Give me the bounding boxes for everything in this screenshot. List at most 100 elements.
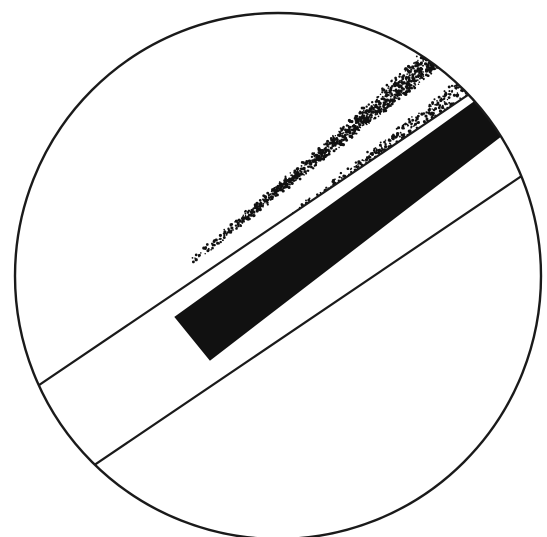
stipple-dot xyxy=(332,179,335,182)
stipple-dot xyxy=(423,71,424,72)
stipple-dot xyxy=(266,202,267,203)
stipple-dot xyxy=(389,92,391,94)
stipple-dot xyxy=(336,142,338,144)
stipple-dot xyxy=(444,90,446,92)
stipple-dot xyxy=(305,199,307,201)
stipple-dot xyxy=(356,128,359,131)
stipple-dot xyxy=(360,116,363,119)
stipple-dot xyxy=(426,65,428,67)
stipple-dot xyxy=(399,136,401,138)
stipple-dot xyxy=(413,86,415,88)
stipple-dot xyxy=(300,172,302,174)
stipple-dot xyxy=(352,132,354,134)
stipple-dot xyxy=(243,214,245,216)
stipple-dot xyxy=(262,204,264,206)
stipple-dot xyxy=(395,78,398,81)
stipple-dot xyxy=(406,77,408,79)
stipple-dot xyxy=(198,256,200,258)
stipple-dot xyxy=(410,124,412,126)
stipple-dot xyxy=(430,112,433,115)
stipple-dot xyxy=(393,134,395,136)
stipple-dot xyxy=(223,237,225,239)
stipple-dot xyxy=(395,89,397,91)
stipple-dot xyxy=(378,103,381,106)
stipple-dot xyxy=(367,110,368,111)
stipple-dot xyxy=(335,148,337,150)
stipple-dot xyxy=(357,164,358,165)
stipple-dot xyxy=(285,184,288,187)
stipple-dot xyxy=(303,167,306,170)
stipple-dot xyxy=(297,170,298,171)
stipple-dot xyxy=(245,215,246,216)
stipple-dot xyxy=(273,192,275,194)
stipple-dot xyxy=(406,73,408,75)
stipple-dot xyxy=(260,202,263,205)
stipple-dot xyxy=(436,100,438,102)
stipple-dot xyxy=(220,238,222,240)
stipple-dot xyxy=(408,87,411,90)
stipple-dot xyxy=(265,200,267,202)
stipple-dot xyxy=(381,149,383,151)
stipple-dot xyxy=(380,98,382,100)
stipple-dot xyxy=(422,74,424,76)
stipple-dot xyxy=(375,100,378,103)
stipple-dot xyxy=(327,144,329,146)
stipple-dot xyxy=(324,148,326,150)
stipple-dot xyxy=(400,89,403,92)
stipple-dot xyxy=(307,170,309,172)
stipple-dot xyxy=(384,143,386,145)
stipple-dot xyxy=(425,69,428,72)
stipple-dot xyxy=(229,231,232,234)
stipple-dot xyxy=(328,150,330,152)
stipple-dot xyxy=(369,107,371,109)
stipple-dot xyxy=(341,132,343,134)
stipple-dot xyxy=(367,119,369,121)
stipple-dot xyxy=(396,97,398,99)
stipple-dot xyxy=(333,149,336,152)
stipple-dot xyxy=(337,139,339,141)
stipple-dot xyxy=(364,118,367,121)
stipple-dot xyxy=(433,98,435,100)
stipple-dot xyxy=(415,76,417,78)
stipple-dot xyxy=(417,121,420,124)
stipple-dot xyxy=(457,86,459,88)
stipple-dot xyxy=(415,61,418,64)
stipple-dot xyxy=(402,79,404,81)
stipple-dot xyxy=(379,106,381,108)
stipple-dot xyxy=(448,85,451,88)
stipple-dot xyxy=(418,81,420,83)
stipple-dot xyxy=(398,84,401,87)
stipple-dot xyxy=(323,143,325,145)
stipple-dot xyxy=(376,110,377,111)
stipple-dot xyxy=(376,113,378,115)
stipple-dot xyxy=(411,116,413,118)
stipple-dot xyxy=(373,104,375,106)
stipple-dot xyxy=(338,147,340,149)
stipple-dot xyxy=(368,123,369,124)
stipple-dot xyxy=(295,175,298,178)
stipple-dot xyxy=(398,97,401,100)
stipple-dot xyxy=(389,140,391,142)
stipple-dot xyxy=(271,190,273,192)
stipple-dot xyxy=(296,171,298,173)
stipple-dot xyxy=(370,110,372,112)
stipple-dot xyxy=(214,244,216,246)
stipple-dot xyxy=(388,89,390,91)
stipple-dot xyxy=(414,123,417,126)
stipple-dot xyxy=(340,172,342,174)
stipple-dot xyxy=(388,86,390,88)
stipple-dot xyxy=(444,102,447,105)
stipple-dot xyxy=(386,84,389,87)
stipple-dot xyxy=(418,72,420,74)
stipple-dot xyxy=(386,103,388,105)
stipple-dot xyxy=(319,152,321,154)
stipple-dot xyxy=(323,155,326,158)
stipple-dot xyxy=(253,211,256,214)
stipple-dot xyxy=(237,225,240,228)
stipple-dot xyxy=(213,239,215,241)
stipple-dot xyxy=(256,209,259,212)
stipple-dot xyxy=(202,247,205,250)
stipple-dot xyxy=(366,106,368,108)
stipple-dot xyxy=(416,116,418,118)
stipple-dot xyxy=(418,84,420,86)
